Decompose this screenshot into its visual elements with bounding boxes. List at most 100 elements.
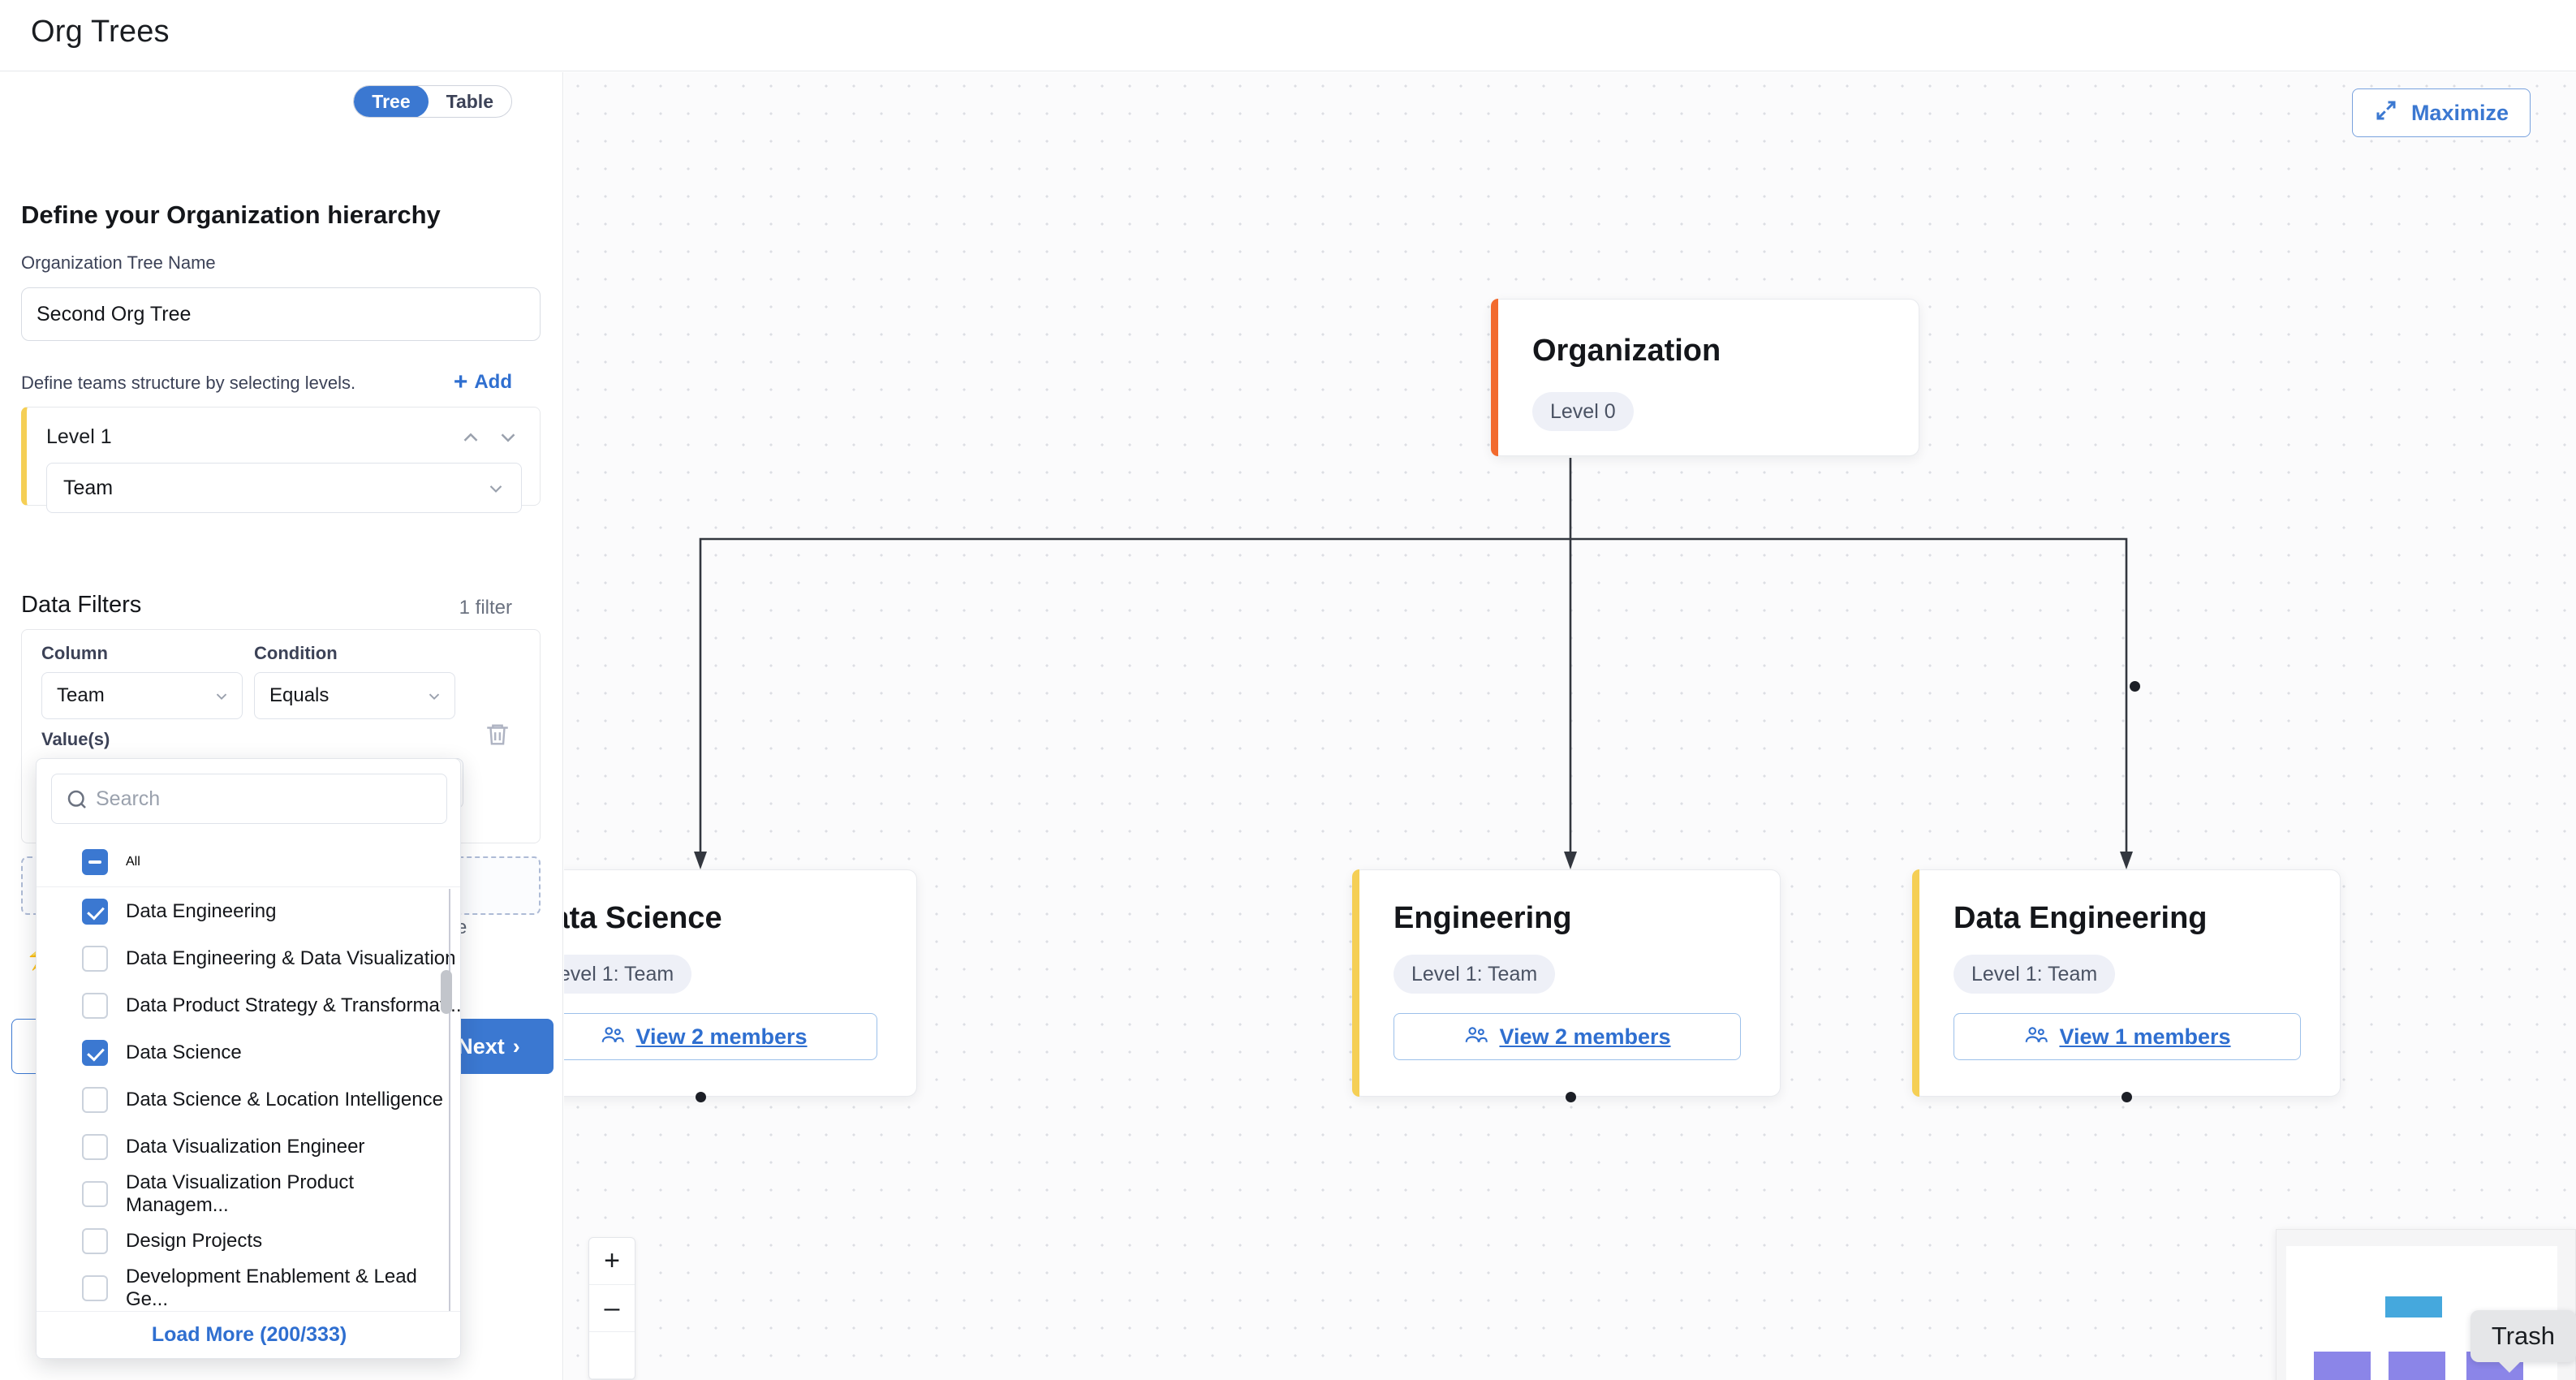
tree-name-input[interactable]	[21, 287, 541, 341]
tree-edges	[694, 458, 2133, 869]
org-node-data-engineering[interactable]: Data Engineering Level 1: Team View 1 me…	[1912, 869, 2341, 1097]
filter-column-value: Team	[57, 684, 105, 706]
zoom-out-button[interactable]: –	[589, 1285, 635, 1332]
chevron-down-icon	[485, 464, 506, 530]
edge-handle-dot[interactable]	[2122, 1092, 2132, 1102]
zoom-in-button[interactable]: +	[589, 1238, 635, 1285]
minimap[interactable]	[2276, 1229, 2576, 1380]
option-label: Data Engineering & Data Visualization	[126, 947, 456, 969]
list-item[interactable]: Data Engineering	[37, 888, 460, 935]
edge-handle-dot[interactable]	[1566, 1092, 1576, 1102]
app-header: Org Trees	[0, 0, 2576, 71]
data-filters-title: Data Filters	[21, 592, 142, 618]
list-item[interactable]: Data Visualization Engineer	[37, 1123, 460, 1171]
dropdown-select-all-row[interactable]: All	[37, 837, 460, 887]
minimap-node-child	[2314, 1352, 2371, 1380]
expand-icon	[2374, 98, 2398, 128]
select-all-checkbox[interactable]	[82, 848, 108, 875]
node-level-badge: Level 1: Team	[564, 955, 692, 994]
maximize-label: Maximize	[2410, 100, 2509, 125]
level-title: Level 1	[46, 425, 112, 448]
zoom-controls[interactable]: + –	[588, 1237, 635, 1380]
level-type-select[interactable]: Team	[46, 463, 522, 513]
option-checkbox[interactable]	[82, 1275, 108, 1301]
node-accent-bar	[1352, 869, 1359, 1097]
delete-filter-icon[interactable]	[484, 720, 511, 753]
view-members-button[interactable]: View 2 members	[564, 1013, 877, 1060]
select-all-label: All	[126, 854, 140, 869]
option-label: Data Science	[126, 1041, 242, 1063]
maximize-button[interactable]: Maximize	[2351, 88, 2531, 137]
node-level-badge: Level 1: Team	[1394, 955, 1556, 994]
filter-column-select[interactable]: Team	[41, 672, 243, 719]
list-item[interactable]: Development Enablement & Lead Ge...	[37, 1265, 460, 1312]
view-members-button[interactable]: View 2 members	[1394, 1013, 1741, 1060]
filter-values-label: Value(s)	[41, 729, 110, 749]
zoom-fit-button[interactable]	[589, 1332, 635, 1379]
node-title: Organization	[1532, 334, 1721, 368]
tree-name-label: Organization Tree Name	[21, 252, 216, 273]
chevron-down-icon	[425, 673, 443, 736]
edge-handle-dot[interactable]	[696, 1092, 706, 1102]
members-icon	[1463, 1024, 1488, 1050]
next-label: Next	[457, 1033, 505, 1059]
chevron-right-icon: ›	[512, 1033, 520, 1059]
node-accent-bar	[1912, 869, 1919, 1097]
filter-condition-value: Equals	[269, 684, 330, 706]
option-checkbox[interactable]	[82, 1181, 108, 1207]
values-dropdown-panel[interactable]: All Data Engineering Data Engineering & …	[36, 758, 461, 1359]
level-card: Level 1 Team	[21, 407, 541, 513]
members-label: View 2 members	[635, 1024, 808, 1049]
option-label: Design Projects	[126, 1230, 263, 1252]
option-label: Development Enablement & Lead Ge...	[126, 1266, 417, 1310]
list-item[interactable]: Data Product Strategy & Transformat...	[37, 982, 461, 1029]
members-icon	[600, 1024, 625, 1050]
list-item[interactable]: Data Science	[37, 1029, 460, 1076]
levels-note: Define teams structure by selecting leve…	[21, 373, 356, 393]
add-level-button[interactable]: + Add	[454, 370, 512, 395]
dropdown-option-list[interactable]: Data Engineering Data Engineering & Data…	[37, 888, 461, 1313]
node-title: Data Science	[564, 901, 722, 935]
list-item[interactable]: Data Visualization Product Managem...	[37, 1171, 460, 1218]
dropdown-scrollbar-track	[449, 889, 450, 1311]
page-title: Org Trees	[31, 15, 170, 49]
tab-tree[interactable]: Tree	[354, 86, 429, 117]
org-node-root[interactable]: Organization Level 0	[1491, 299, 1919, 456]
minimap-node-child	[2389, 1352, 2445, 1380]
search-input[interactable]	[96, 774, 437, 823]
members-icon	[2023, 1024, 2048, 1050]
list-item[interactable]: Data Engineering & Data Visualization	[37, 935, 460, 982]
trash-tooltip: Trash	[2470, 1310, 2576, 1373]
option-label: Data Science & Location Intelligence	[126, 1089, 443, 1110]
plus-icon: +	[453, 369, 468, 395]
dropdown-search-box[interactable]	[51, 774, 447, 824]
node-level-badge: Level 1: Team	[1954, 955, 2116, 994]
option-checkbox[interactable]	[82, 899, 108, 925]
filter-condition-select[interactable]: Equals	[254, 672, 455, 719]
option-label: Data Product Strategy & Transformat...	[126, 994, 461, 1016]
minimap-node-root	[2385, 1296, 2442, 1317]
tab-table[interactable]: Table	[446, 91, 493, 112]
option-checkbox[interactable]	[82, 946, 108, 972]
view-mode-toggle[interactable]: Tree Table	[353, 85, 512, 118]
option-checkbox[interactable]	[82, 993, 108, 1019]
move-level-up-button[interactable]	[457, 425, 485, 450]
option-checkbox[interactable]	[82, 1228, 108, 1254]
option-checkbox[interactable]	[82, 1087, 108, 1113]
node-accent-bar	[1491, 299, 1498, 456]
search-icon	[65, 787, 89, 816]
list-item[interactable]: Data Science & Location Intelligence	[37, 1076, 460, 1123]
node-title: Engineering	[1394, 901, 1572, 935]
edge-handle-dot[interactable]	[2130, 681, 2140, 692]
org-node-data-science[interactable]: Data Science Level 1: Team View 2 member…	[564, 869, 917, 1097]
org-node-engineering[interactable]: Engineering Level 1: Team View 2 members	[1352, 869, 1781, 1097]
move-level-down-button[interactable]	[494, 425, 522, 450]
org-chart-canvas[interactable]: Maximize Organization Level 0 Data Scien…	[564, 72, 2576, 1380]
option-checkbox[interactable]	[82, 1134, 108, 1160]
dropdown-scrollbar-thumb[interactable]	[441, 970, 452, 1014]
list-item[interactable]: Design Projects	[37, 1218, 460, 1265]
load-more-button[interactable]: Load More (200/333)	[37, 1311, 460, 1358]
option-checkbox[interactable]	[82, 1040, 108, 1066]
view-members-button[interactable]: View 1 members	[1954, 1013, 2301, 1060]
option-label: Data Visualization Engineer	[126, 1136, 365, 1158]
